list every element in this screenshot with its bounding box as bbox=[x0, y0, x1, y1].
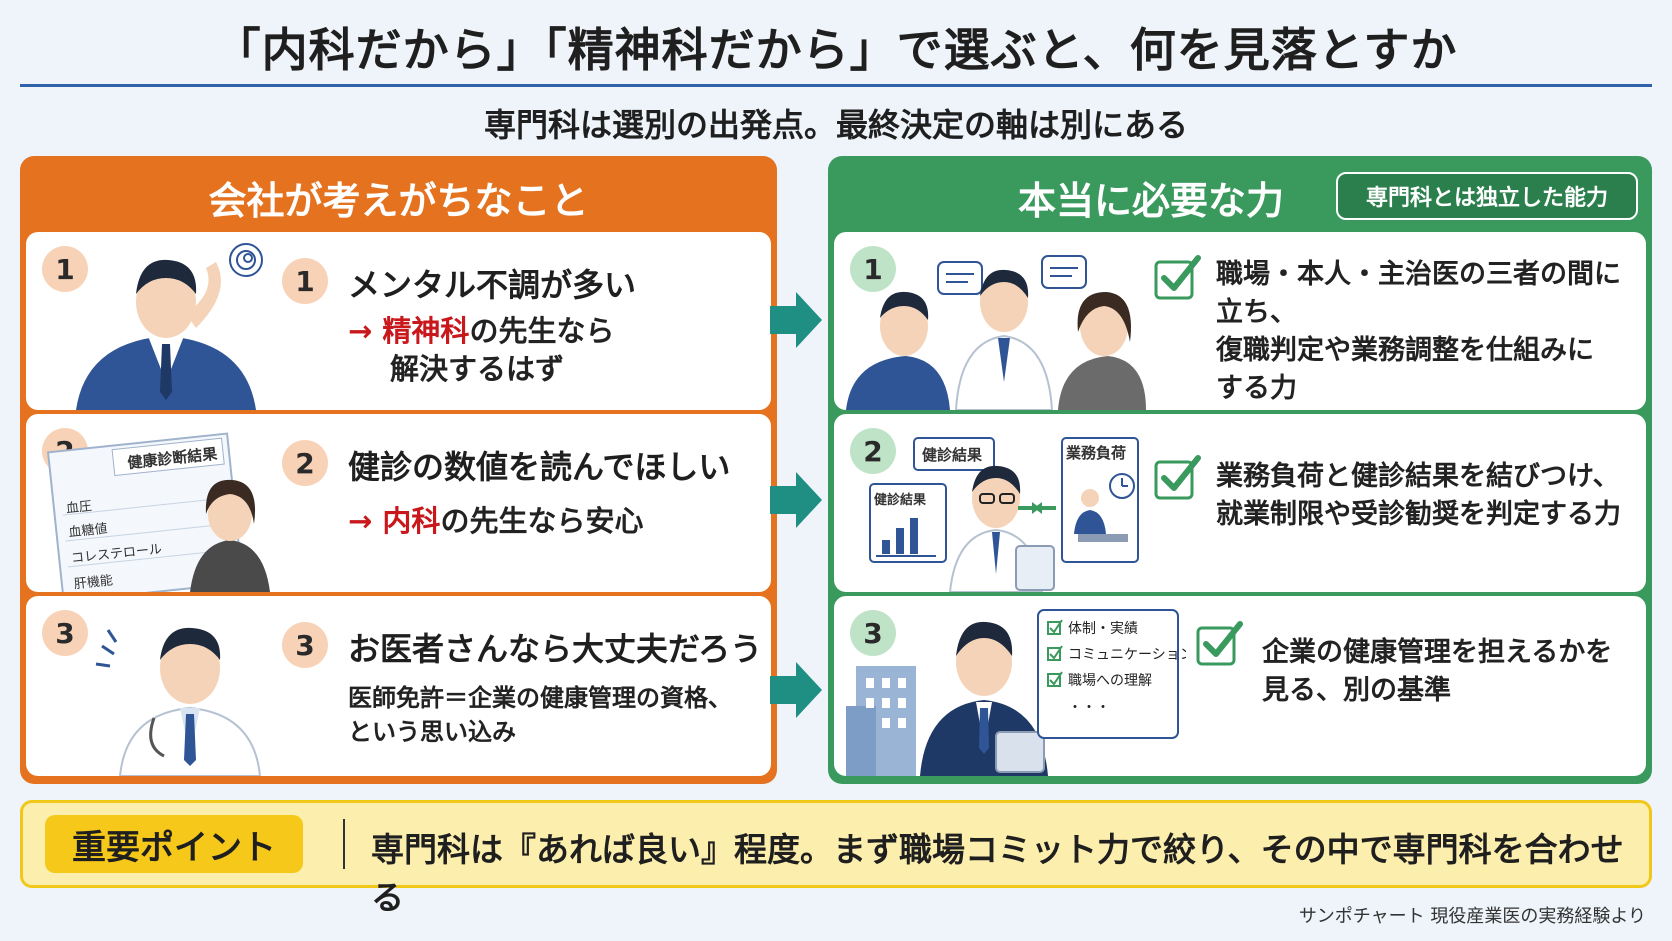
left-card-1-line-2: 解決するはず bbox=[390, 352, 565, 386]
text-line: 就業制限や受診勧奨を判定する力 bbox=[1216, 499, 1621, 530]
report-row: 血圧 bbox=[65, 499, 92, 517]
checklist-item: ・・・ bbox=[1068, 700, 1110, 716]
text-line: 業務負荷と健診結果を結びつけ、 bbox=[1216, 461, 1620, 492]
left-card-3-line-2: という思い込み bbox=[348, 718, 516, 746]
left-panel-heading: 会社が考えがちなこと bbox=[208, 179, 589, 223]
number-badge: 3 bbox=[42, 610, 88, 656]
left-card-1-line-1: → 精神科の先生なら bbox=[348, 308, 614, 350]
left-card-3: 3 3 お医者さんなら大丈夫だろう 医師免許＝企業の健康管理の資格、 という思い… bbox=[26, 596, 771, 776]
highlight-specialty: 内科 bbox=[382, 504, 441, 538]
key-point-text: 専門科は『あれば良い』程度。まず職場コミット力で絞り、その中で専門科を合わせる bbox=[371, 830, 1624, 917]
right-card-1: 1 職場・本人・主治医の三者の間に立ち、 復職判定や業務調整を仕組みに bbox=[834, 232, 1646, 410]
right-card-2-text: 業務負荷と健診結果を結びつけ、 就業制限や受診勧奨を判定する力 bbox=[1216, 458, 1621, 534]
right-panel: 本当に必要な力 専門科とは独立した能力 1 職場・本人・主治 bbox=[828, 156, 1652, 784]
right-card-3-text: 企業の健康管理を担えるかを 見る、別の基準 bbox=[1262, 634, 1612, 710]
right-arrow-icon bbox=[770, 292, 822, 348]
box-label: 業務負荷 bbox=[1065, 444, 1126, 462]
right-arrow-icon bbox=[770, 662, 822, 718]
number-badge: 3 bbox=[850, 610, 896, 656]
arrow-glyph: → bbox=[348, 314, 373, 348]
right-panel-heading: 本当に必要な力 bbox=[1018, 179, 1285, 223]
number-badge-inline: 2 bbox=[282, 440, 328, 486]
right-arrow-icon bbox=[770, 472, 822, 528]
left-card-2: 2 健康診断結果 血圧 血糖値 コレステロール 肝機能 2 健診の数値を読んでほ… bbox=[26, 414, 771, 592]
title-divider bbox=[20, 84, 1652, 87]
right-card-3: 3 体制・実績 コミュニケーション力 bbox=[834, 596, 1646, 776]
number-badge-inline: 3 bbox=[282, 622, 328, 668]
report-row: 肝機能 bbox=[73, 573, 113, 592]
number-badge: 2 bbox=[850, 428, 896, 474]
text-line: 企業の健康管理を担えるかを bbox=[1262, 637, 1613, 668]
checkbox-checked-icon bbox=[1154, 455, 1201, 500]
left-card-2-line-1: → 内科の先生なら安心 bbox=[348, 498, 643, 540]
left-card-1-title: メンタル不調が多い bbox=[348, 266, 637, 304]
right-card-1-text: 職場・本人・主治医の三者の間に立ち、 復職判定や業務調整を仕組みに する力 bbox=[1216, 256, 1646, 408]
checklist-item: 職場への理解 bbox=[1068, 673, 1152, 689]
left-card-2-title: 健診の数値を読んでほしい bbox=[348, 448, 731, 486]
box-label: 健診結果 bbox=[874, 492, 926, 508]
page-title: 「内科だから」「精神科だから」で選ぶと、何を見落とすか bbox=[214, 23, 1458, 77]
right-card-2: 2 健診結果 健診結果 業務負荷 bbox=[834, 414, 1646, 592]
key-point-divider bbox=[343, 819, 345, 869]
line-rest: の先生なら安心 bbox=[440, 504, 644, 538]
left-card-3-title: お医者さんなら大丈夫だろう bbox=[348, 630, 763, 668]
health-report-icon: 健康診断結果 血圧 血糖値 コレステロール 肝機能 bbox=[46, 432, 270, 592]
three-way-meeting-icon bbox=[846, 255, 1146, 410]
arrow-glyph: → bbox=[348, 504, 373, 538]
independent-ability-pill: 専門科とは独立した能力 bbox=[1336, 172, 1638, 220]
checklist-item: 体制・実績 bbox=[1068, 621, 1138, 637]
number-badge: 1 bbox=[850, 246, 896, 292]
text-line: 見る、別の基準 bbox=[1262, 675, 1451, 706]
box-label: 健診結果 bbox=[922, 446, 983, 464]
linking-results-icon: 健診結果 健診結果 業務負荷 bbox=[869, 437, 1139, 592]
left-panel: 会社が考えがちなこと 1 1 メンタル不調が多い → 精神科の先生なら 解決する… bbox=[20, 156, 777, 784]
report-row: 血糖値 bbox=[68, 521, 108, 541]
worried-man-icon bbox=[76, 243, 263, 410]
key-point-label: 重要ポイント bbox=[45, 815, 303, 873]
number-badge: 1 bbox=[42, 246, 88, 292]
doctor-icon bbox=[95, 627, 262, 776]
source-credit: サンポチャート 現役産業医の実務経験より bbox=[1298, 906, 1646, 927]
number-badge-inline: 1 bbox=[282, 258, 328, 304]
key-point-bar: 重要ポイント 専門科は『あれば良い』程度。まず職場コミット力で絞り、その中で専門… bbox=[20, 800, 1652, 917]
highlight-specialty: 精神科 bbox=[382, 314, 470, 348]
page-subtitle: 専門科は選別の出発点。最終決定の軸は別にある bbox=[483, 106, 1188, 144]
left-card-3-line-1: 医師免許＝企業の健康管理の資格、 bbox=[348, 684, 732, 712]
checkbox-checked-icon bbox=[1196, 621, 1243, 666]
checkbox-checked-icon bbox=[1154, 255, 1201, 300]
line-rest: の先生なら bbox=[469, 314, 615, 348]
text-line: 職場・本人・主治医の三者の間に立ち、 bbox=[1216, 259, 1621, 328]
text-line: する力 bbox=[1216, 373, 1297, 404]
text-line: 復職判定や業務調整を仕組みに bbox=[1216, 335, 1594, 366]
checklist-item: コミュニケーション力 bbox=[1068, 647, 1186, 663]
evaluation-checklist-icon: 体制・実績 コミュニケーション力 職場への理解 ・・・ bbox=[846, 609, 1186, 776]
left-card-1: 1 1 メンタル不調が多い → 精神科の先生なら 解決するはず bbox=[26, 232, 771, 410]
